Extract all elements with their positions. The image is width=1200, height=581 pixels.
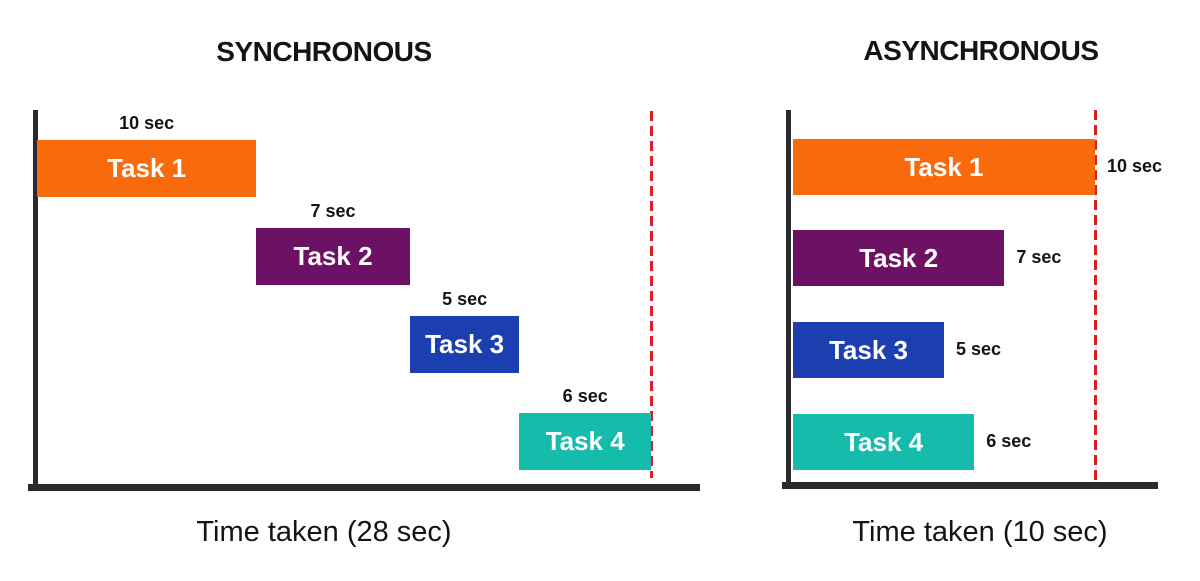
async-x-axis (782, 482, 1158, 489)
task-bar-sync-3: Task 3 (409, 316, 520, 373)
sync-time-caption: Time taken (28 sec) (196, 516, 452, 548)
duration-label-sync-3: 5 sec (442, 289, 488, 309)
duration-label-async-3: 5 sec (956, 339, 1002, 359)
duration-label-sync-2: 7 sec (310, 201, 356, 221)
async-deadline-line (1094, 110, 1097, 480)
task-bar-async-3: Task 3 (793, 322, 944, 378)
async-y-axis (786, 110, 791, 488)
async-panel-title: ASYNCHRONOUS (863, 35, 1099, 66)
duration-label-sync-4: 6 sec (562, 386, 608, 406)
task-bar-sync-4: Task 4 (519, 413, 651, 470)
task-bar-async-2: Task 2 (793, 230, 1005, 286)
duration-label-async-2: 7 sec (1016, 247, 1062, 267)
duration-label-sync-1: 10 sec (119, 113, 175, 133)
task-bar-async-1: Task 1 (793, 139, 1095, 195)
sync-x-axis (28, 484, 700, 491)
duration-label-async-4: 6 sec (986, 431, 1032, 451)
async-time-caption: Time taken (10 sec) (852, 516, 1108, 548)
sync-panel-title: SYNCHRONOUS (216, 36, 432, 67)
duration-label-async-1: 10 sec (1107, 156, 1163, 176)
task-bar-sync-1: Task 1 (37, 140, 257, 197)
sync-y-axis (33, 110, 38, 491)
task-bar-async-4: Task 4 (793, 414, 975, 470)
task-bar-sync-2: Task 2 (256, 228, 410, 285)
sync-deadline-line (650, 111, 653, 478)
